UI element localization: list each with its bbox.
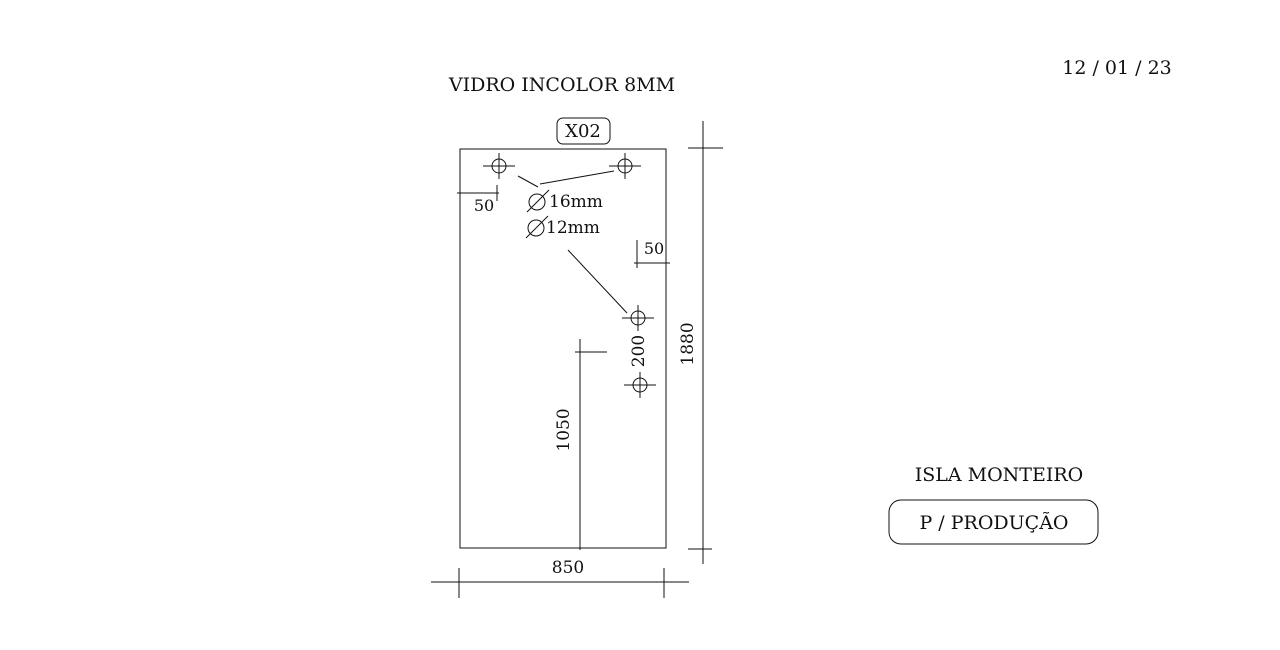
edge-offset-right-label: 50 [644,239,664,258]
date-text: 12 / 01 / 23 [1062,57,1172,79]
material-title: VIDRO INCOLOR 8MM [448,74,675,96]
status-box [888,499,1099,545]
leader-top-left [517,175,539,188]
diameter-symbol-small [525,215,549,239]
diameter-small-label: 12mm [546,218,600,238]
height-dimension-label: 1880 [678,322,698,365]
edge-offset-left-label: 50 [474,196,494,215]
hole-height-label: 1050 [554,408,574,451]
diameter-symbol-large [526,189,550,213]
piece-code-box [556,117,611,145]
diameter-large-label: 16mm [549,192,603,212]
hole-middle-upper [622,305,654,331]
client-name: ISLA MONTEIRO [915,464,1084,486]
hole-top-left [483,153,515,179]
width-dimension-label: 850 [552,558,584,578]
hole-top-right [609,153,641,179]
glass-panel-outline [459,148,667,549]
hole-middle-lower [624,372,656,398]
leader-top-right [539,170,615,185]
leader-middle [567,249,628,314]
piece-code-label: X02 [565,121,601,142]
status-label: P / PRODUÇÃO [919,512,1068,534]
hole-spacing-label: 200 [629,335,649,367]
